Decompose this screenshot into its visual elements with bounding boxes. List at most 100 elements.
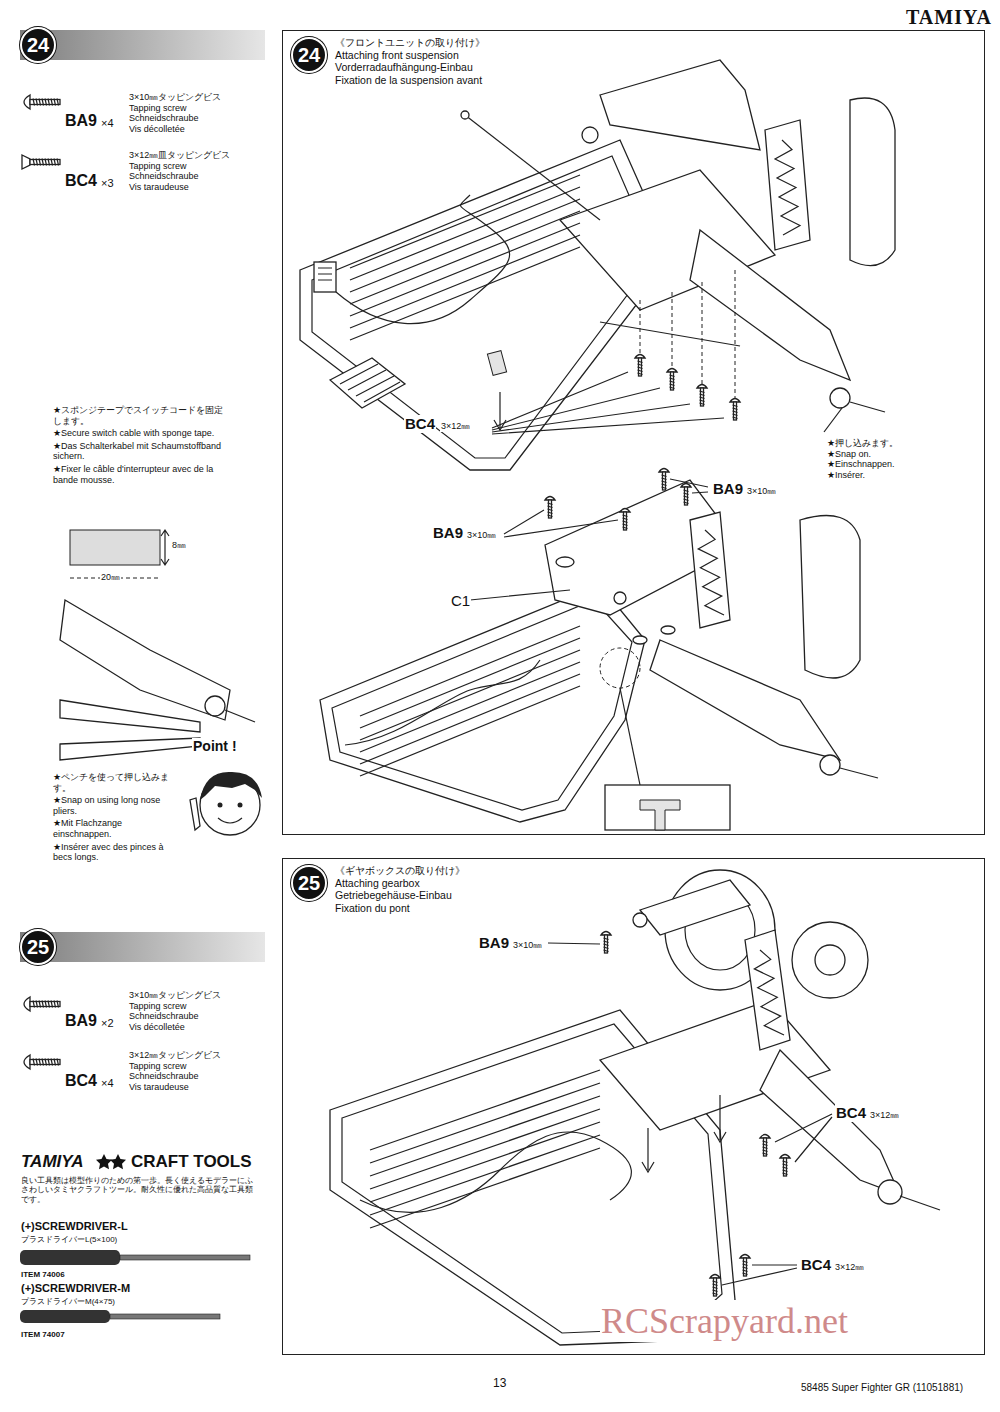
note: ★スポンジテープでスイッチコードを固定します。: [52, 405, 227, 426]
tool-name-group: (+)SCREWDRIVER-L: [20, 1220, 129, 1233]
screw-thread: [713, 1293, 718, 1295]
screw-thread: [623, 515, 628, 517]
note: ★Secure switch cable with sponge tape.: [52, 428, 227, 439]
screw-thread: [700, 397, 705, 399]
item-number: ITEM 74007: [20, 1330, 66, 1339]
screw-description: Schneidschraube: [128, 113, 222, 124]
dimension: 3×10㎜: [512, 940, 543, 951]
screw-description: 3×10㎜タッピングビス: [128, 990, 222, 1001]
tool-description-group: 良い工具類は模型作りのための第一歩。長く使えるモデラーにふさわしいタミヤクラフト…: [20, 1176, 260, 1206]
screw-shaft: [30, 1002, 60, 1007]
page-number: 13: [492, 1376, 507, 1390]
screw-thread: [57, 1059, 59, 1066]
screw-thread: [45, 99, 47, 106]
screw-description: Schneidschraube: [128, 1011, 222, 1022]
part-code: BA9: [478, 934, 510, 952]
screw-thread: [51, 1059, 53, 1066]
screw-description: Tapping screw: [128, 161, 231, 172]
screw-thread: [662, 478, 667, 480]
dimension-group: 3×12㎜: [440, 421, 471, 432]
screw-head: [24, 95, 30, 109]
parts-header-band: 25: [20, 932, 265, 962]
screw-thread: [713, 1281, 718, 1283]
screw-thread: [743, 1261, 748, 1263]
battery-rib: [360, 626, 580, 716]
screw-thread: [39, 159, 41, 166]
screw-shaft: [549, 500, 552, 518]
screw-thread: [700, 403, 705, 405]
note: ★Insérer avec des pinces à becs longs.: [52, 842, 177, 863]
item-number-group: ITEM 74007: [20, 1330, 66, 1339]
note-group: ★押し込みます。★Snap on.★Einschnappen.★Insérer.: [826, 438, 899, 480]
screw-description-group: 3×10㎜タッピングビスTapping screwSchneidschraube…: [128, 92, 222, 134]
screw-description: 3×12㎜タッピングビス: [128, 1050, 222, 1061]
part-code: BC4: [835, 1104, 867, 1122]
battery-rib: [350, 187, 580, 280]
screw-description-group: 3×12㎜タッピングビスTapping screwSchneidschraube…: [128, 1050, 222, 1092]
screw-thread: [33, 99, 35, 106]
part-code: BC4: [64, 1072, 98, 1091]
dimension: 20㎜: [100, 572, 121, 583]
screw-thread: [36, 159, 38, 166]
part-code-group: BC4: [64, 1072, 98, 1091]
screw-thread: [763, 1153, 768, 1155]
quantity: ×4: [100, 117, 115, 130]
step-title-ja: 《フロントユニットの取り付け》: [335, 37, 485, 49]
screw-description: 3×12㎜皿タッピングビス: [128, 150, 231, 161]
step-number: 25: [291, 865, 327, 901]
part-code-group: BC4: [835, 1104, 867, 1122]
screw-thread: [713, 1287, 718, 1289]
screw-thread: [684, 496, 689, 498]
step-panel: 24《フロントユニットの取り付け》Attaching front suspens…: [282, 30, 985, 835]
part-code-group: BC4: [800, 1256, 832, 1274]
screw-thread: [783, 1164, 788, 1166]
screw-thread: [733, 408, 738, 410]
part-code: BA9: [432, 524, 464, 542]
dimension: 3×10㎜: [466, 530, 497, 541]
screw-thread: [743, 1270, 748, 1272]
screw-thread: [36, 99, 38, 106]
tool-name-ja-group: プラスドライバーL(5×100): [20, 1235, 118, 1244]
note: ★Snap on using long nose pliers.: [52, 795, 177, 816]
part-code-group: BA9: [432, 524, 464, 542]
screw-head: [24, 997, 30, 1011]
screw-thread: [604, 941, 609, 943]
battery-rib: [370, 1122, 600, 1202]
screw-thread: [684, 502, 689, 504]
screw-description: Schneidschraube: [128, 1071, 222, 1082]
screw-shaft: [701, 388, 704, 406]
tool-brand-group: TAMIYA: [20, 1152, 85, 1172]
catalog-code-group: 58485 Super Fighter GR (11051881): [800, 1382, 964, 1394]
battery-rib: [370, 1083, 600, 1163]
battery-rib: [350, 247, 580, 340]
screw-thread: [57, 99, 59, 106]
note: ★Das Schalterkabel mit Schaumstoffband s…: [52, 441, 227, 462]
item-number: ITEM 74006: [20, 1270, 66, 1279]
screw-thread: [33, 1059, 35, 1066]
screw-thread: [54, 159, 56, 166]
screw-thread: [700, 394, 705, 396]
note: ★ペンチを使って押し込みます。: [52, 772, 177, 793]
screw-head: [22, 155, 30, 169]
battery-rib: [370, 1148, 600, 1228]
tool-brand: CRAFT TOOLS: [130, 1152, 253, 1172]
screw-thread: [48, 159, 50, 166]
screw-shaft: [734, 402, 737, 420]
quantity: ×2: [100, 1017, 115, 1030]
part-code-group: BA9: [64, 112, 98, 131]
screw-thread: [783, 1161, 788, 1163]
dimension: 3×12㎜: [869, 1110, 900, 1121]
part-code: BA9: [64, 1012, 98, 1031]
part-code: BA9: [712, 480, 744, 498]
screw-thread: [48, 99, 50, 106]
point-callout-group: Point !: [192, 738, 238, 755]
screw-thread: [623, 524, 628, 526]
screw-thread: [670, 384, 675, 386]
dimension-group: 8㎜: [171, 540, 187, 551]
screw-thread: [45, 1001, 47, 1008]
screw-thread: [763, 1147, 768, 1149]
watermark: RCScrapyard.net: [600, 1300, 849, 1342]
point-callout: Point !: [192, 738, 238, 755]
note: ★Insérer.: [826, 470, 899, 481]
screw-thread: [548, 503, 553, 505]
